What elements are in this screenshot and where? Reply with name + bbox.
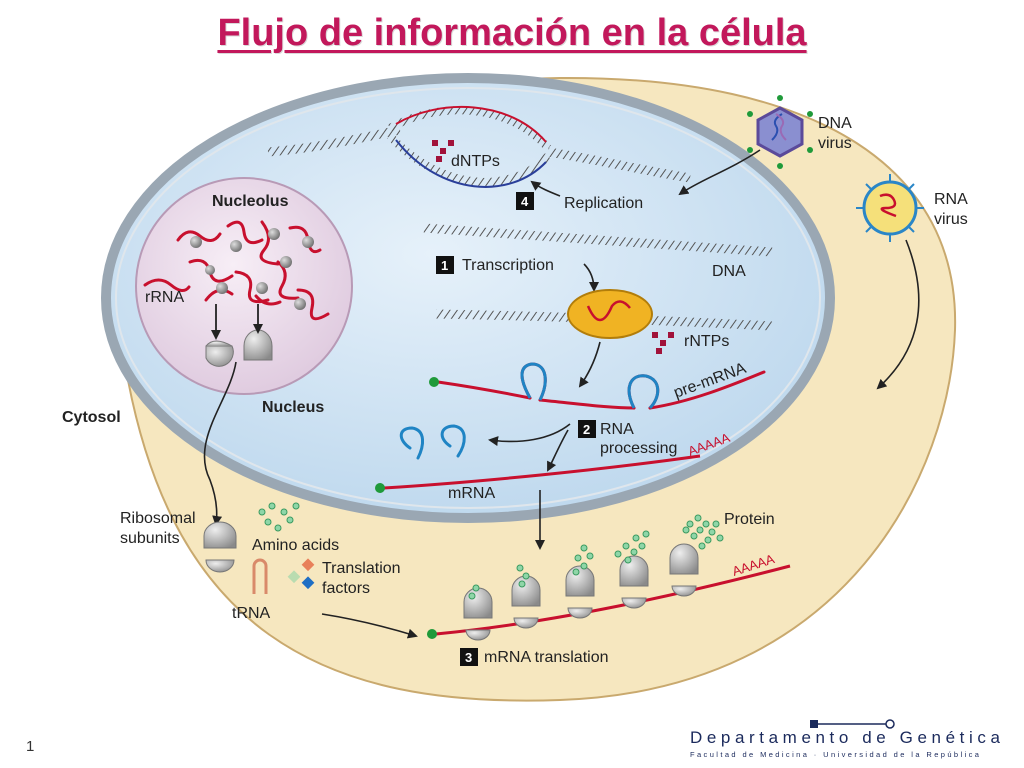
svg-text:3: 3 <box>465 650 472 665</box>
ribosomal-subunits-label-line1: Ribosomal <box>120 510 196 527</box>
trna-icon <box>252 558 268 594</box>
pre-ribosome-subunits <box>205 329 273 367</box>
department-subtitle: Facultad de Medicina · Universidad de la… <box>690 750 982 759</box>
protein-label: Protein <box>724 511 775 528</box>
template-dna <box>423 223 773 257</box>
replicating-dna <box>267 105 691 188</box>
step-transcription-badge <box>436 256 454 274</box>
step-processing-label-line1: RNA <box>600 421 634 438</box>
step-replication-label: Replication <box>564 195 643 212</box>
rrna-label: rRNA <box>145 289 184 306</box>
page-number: 1 <box>26 738 35 755</box>
dna-virus-label-line2: virus <box>818 135 852 152</box>
translation-factors-label-line1: Translation <box>322 560 401 577</box>
mature-mrna <box>383 454 701 490</box>
amino-acids-label: Amino acids <box>252 537 339 554</box>
rna-virus-icon <box>856 174 924 242</box>
step-replication-badge <box>516 192 534 210</box>
step-processing-badge <box>578 420 596 438</box>
translating-mrna <box>435 564 791 636</box>
dntp-molecules <box>432 140 454 162</box>
nucleolus-proteins <box>190 228 314 310</box>
pre-mrna-cap <box>429 377 439 387</box>
svg-text:1: 1 <box>441 258 448 273</box>
svg-text:4: 4 <box>521 194 529 209</box>
step-processing-label-line2: processing <box>600 440 677 457</box>
rna-virus-label-line1: RNA <box>934 191 968 208</box>
dntps-label: dNTPs <box>451 153 500 170</box>
step-translation-badge <box>460 648 478 666</box>
rntps-label: rNTPs <box>684 333 729 350</box>
trna-label: tRNA <box>232 605 271 622</box>
page-title: Flujo de información en la célula <box>217 12 807 54</box>
amino-acids-icon <box>258 502 300 532</box>
ribosomal-subunits-label-line2: subunits <box>120 530 180 547</box>
rntp-molecules <box>652 332 674 354</box>
svg-text:2: 2 <box>583 422 590 437</box>
nucleolus <box>135 177 353 395</box>
dna-virus-icon <box>747 95 813 169</box>
protein-icon <box>682 514 724 550</box>
rna-virus-label-line2: virus <box>934 211 968 228</box>
excised-introns <box>399 424 466 460</box>
translation-factors-icon <box>287 558 315 590</box>
ribosomal-subunits-icon <box>203 521 237 573</box>
nucleus-label: Nucleus <box>262 399 324 416</box>
rna-polymerase <box>567 289 653 339</box>
growing-peptides <box>468 530 650 600</box>
translation-factors-label-line2: factors <box>322 580 370 597</box>
step-translation-label: mRNA translation <box>484 649 609 666</box>
cytosol-label: Cytosol <box>62 409 121 426</box>
department-logo: Departamento de Genética Facultad de Med… <box>690 719 1005 759</box>
department-logo-mark <box>810 719 895 729</box>
mrna-label: mRNA <box>448 485 495 502</box>
step-transcription-label: Transcription <box>462 257 554 274</box>
dna-label: DNA <box>712 263 746 280</box>
dna-virus-label-line1: DNA <box>818 115 852 132</box>
nucleolus-label: Nucleolus <box>212 193 289 210</box>
department-name: Departamento de Genética <box>690 728 1005 747</box>
